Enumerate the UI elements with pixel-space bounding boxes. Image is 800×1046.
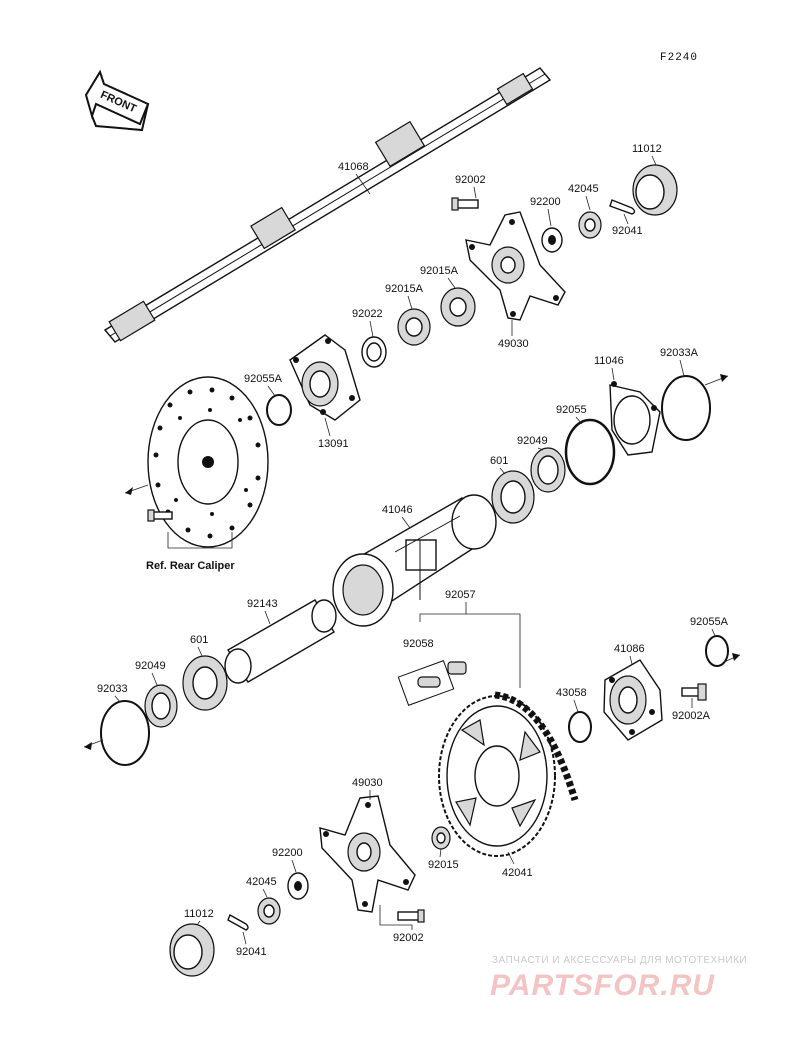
label-601-bot: 601 [190, 634, 208, 646]
washer-92200-top [541, 227, 563, 253]
sprocket-hub-41086 [603, 659, 663, 741]
label-13091: 13091 [318, 438, 349, 450]
bolt-92002-top [451, 197, 479, 211]
label-92058: 92058 [403, 638, 434, 650]
label-92002A: 92002A [672, 710, 711, 722]
label-92015A-a: 92015A [420, 265, 459, 277]
nut-42045-bot [257, 897, 281, 925]
nut-42045-top [578, 211, 602, 239]
bearing-601-top [491, 470, 535, 524]
label-92041-top: 92041 [612, 225, 643, 237]
label-92200-bot: 92200 [272, 847, 303, 859]
diagram-code: F2240 [660, 52, 698, 64]
label-92055: 92055 [556, 404, 587, 416]
label-41046: 41046 [382, 504, 413, 516]
cotter-pin-92041-top [609, 199, 636, 215]
circlip-92033 [100, 700, 150, 766]
master-link-92058 [397, 660, 467, 706]
oring-43058 [568, 711, 592, 743]
label-11046: 11046 [594, 355, 624, 367]
label-92022: 92022 [352, 308, 383, 320]
hub-cap-11012-top [632, 164, 678, 216]
circlip-92055A-left [266, 394, 292, 426]
washer-92200-bot [287, 872, 309, 900]
drive-chain [494, 691, 579, 802]
collar-92022 [361, 336, 387, 368]
label-42045-bot: 42045 [246, 876, 277, 888]
circlip-92033A [661, 375, 711, 441]
label-92041-bot: 92041 [236, 946, 267, 958]
watermark-line2: PARTSFOR.RU [490, 969, 715, 1002]
seal-92049-top [530, 447, 566, 493]
bearing-601-bot [182, 655, 228, 711]
label-92015: 92015 [428, 859, 459, 871]
caliper-reference: Ref. Rear Caliper [146, 560, 235, 572]
label-601-top: 601 [490, 455, 508, 467]
label-42045-top: 42045 [568, 183, 599, 195]
label-49030-bot: 49030 [352, 777, 383, 789]
brake-disc [147, 376, 269, 548]
rear-sprocket-42041 [438, 695, 556, 857]
watermark: ЗАПЧАСТИ И АКСЕССУАРЫ ДЛЯ МОТОТЕХНИКИ PA… [490, 955, 747, 1002]
label-43058: 43058 [556, 687, 587, 699]
front-arrow-icon: FRONT [84, 69, 150, 132]
nut-92015 [431, 826, 451, 850]
label-92057: 92057 [445, 589, 476, 601]
label-92143: 92143 [247, 598, 278, 610]
hub-cap-11012-bot [169, 923, 215, 977]
label-92002-top: 92002 [455, 174, 486, 186]
label-92002-bot: 92002 [393, 932, 424, 944]
oring-92055 [564, 418, 616, 486]
caliper-bolt [147, 509, 173, 522]
nut-92015A-a [440, 287, 476, 327]
label-11012-top: 11012 [632, 143, 662, 155]
label-41068: 41068 [338, 161, 369, 173]
label-92033A: 92033A [660, 347, 699, 359]
label-92015A-b: 92015A [385, 283, 424, 295]
label-11012-bot: 11012 [184, 908, 214, 920]
sprocket-carrier-49030-bot [319, 795, 416, 913]
label-49030-top: 49030 [498, 338, 529, 350]
label-92055A-left: 92055A [244, 373, 283, 385]
bolt-92002-bot [397, 909, 425, 923]
label-92055A-right: 92055A [690, 616, 729, 628]
label-42041: 42041 [502, 867, 533, 879]
seal-92049-bot [144, 684, 178, 728]
bolt-92002A [681, 683, 707, 701]
nut-92015A-b [397, 308, 431, 346]
axle-housing-41046 [332, 494, 497, 627]
disc-hub-13091 [289, 334, 361, 421]
label-92033: 92033 [97, 683, 128, 695]
sprocket-carrier-49030-top [465, 211, 566, 321]
spacer-tube-92143 [224, 599, 337, 684]
label-92049-bot: 92049 [135, 660, 166, 672]
circlip-92055A-right [705, 635, 729, 667]
label-41086: 41086 [614, 643, 645, 655]
axle-41068 [103, 67, 552, 343]
caliper-bracket-11046 [609, 381, 661, 456]
label-92200-top: 92200 [530, 196, 561, 208]
label-92049-top: 92049 [517, 435, 548, 447]
cotter-pin-92041-bot [227, 913, 249, 931]
watermark-line1: ЗАПЧАСТИ И АКСЕССУАРЫ ДЛЯ МОТОТЕХНИКИ [492, 955, 747, 966]
